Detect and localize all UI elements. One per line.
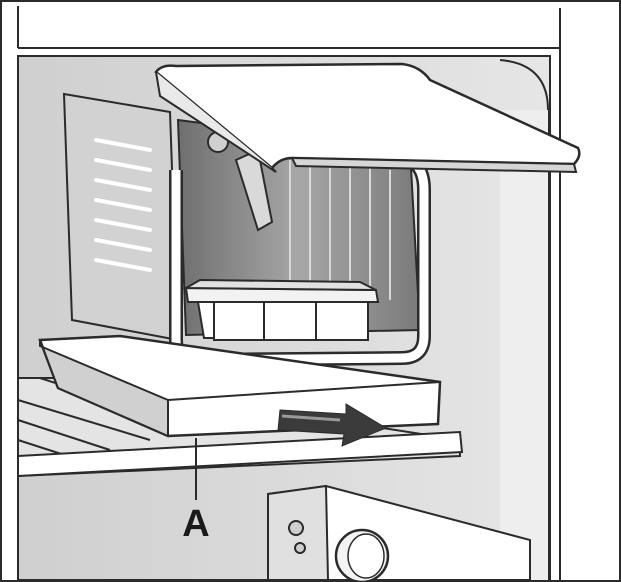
callout-label-a: A (182, 503, 210, 545)
ice-cube-tray (182, 278, 380, 341)
pull-out-arrow (277, 403, 388, 447)
drip-tray (38, 334, 442, 438)
thermostat-knob (267, 484, 531, 582)
freezer-flap-open (154, 62, 581, 174)
